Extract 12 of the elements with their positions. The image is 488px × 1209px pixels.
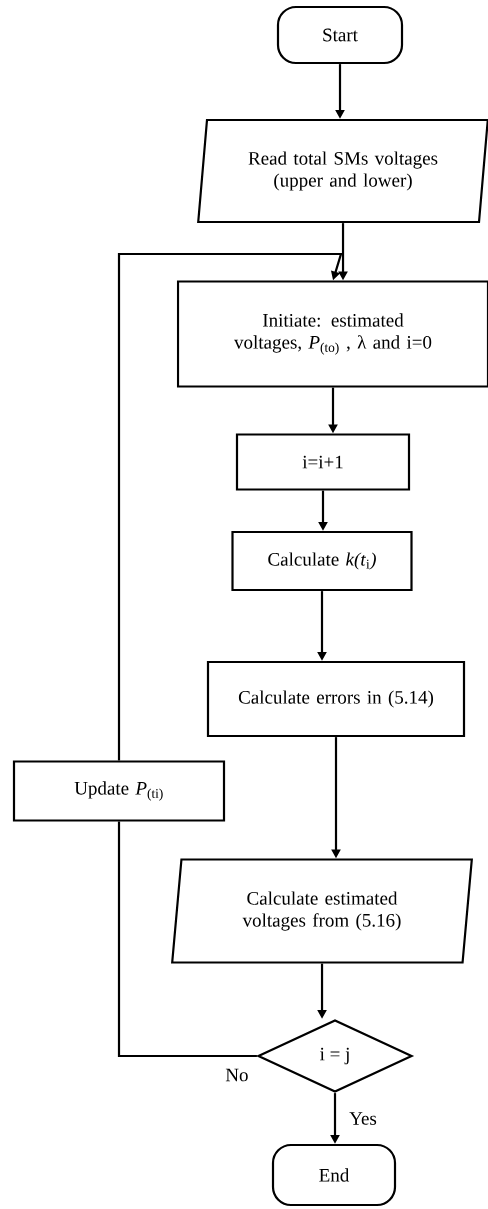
arrow [117,252,343,761]
edge-label: No [225,1068,248,1082]
io-parallelogram: Calculate estimated voltages from (5.16) [171,858,473,964]
io-parallelogram: Read total SMs voltages (upper and lower) [197,118,488,224]
edge-label: Yes [349,1112,377,1125]
terminal-box: End [271,1143,397,1207]
process-box: Update P$_{(ti)}$ [12,760,226,822]
process-box: Initiate: estimated voltages, P$_{(to)}$ , λ and i=0 [176,280,488,388]
process-box: Calculate k(t$_{i}$) [231,530,413,592]
process-box: i=i+1 [235,433,411,491]
process-box: Calculate errors in (5.14) [206,660,466,738]
terminal-box: Start [276,5,404,65]
